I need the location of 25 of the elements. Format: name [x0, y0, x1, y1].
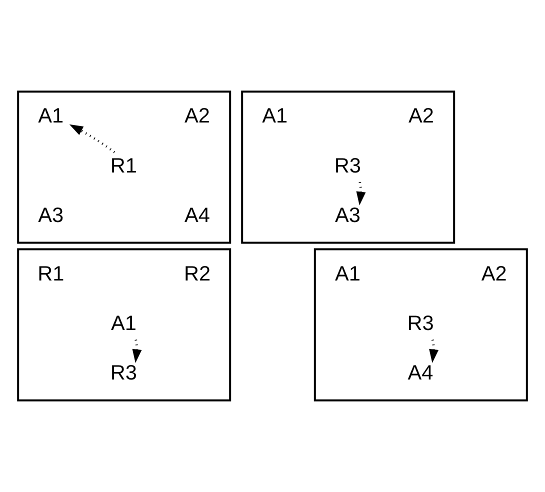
arrow [356, 182, 366, 206]
node-text: A2 [184, 104, 210, 128]
node-text: A4 [408, 361, 434, 384]
node-text: A2 [481, 262, 507, 286]
node-text: R3 [407, 312, 434, 335]
node-text: A1 [110, 312, 136, 335]
arrow [429, 340, 439, 363]
node-text: A3 [38, 204, 64, 227]
arrow [132, 340, 142, 363]
node-text: R3 [334, 154, 361, 178]
cluster [17, 248, 232, 402]
node-text: A2 [408, 104, 434, 128]
node-text: R1 [110, 154, 137, 178]
cluster [314, 248, 528, 402]
node-text: R1 [38, 262, 64, 286]
arrow [69, 124, 116, 154]
cluster [241, 90, 456, 244]
node-text: A3 [334, 204, 360, 227]
cluster [17, 90, 232, 244]
node-text: A1 [38, 104, 64, 128]
node-text: A4 [184, 204, 210, 227]
node-text: R3 [110, 361, 137, 384]
node-text: R2 [184, 262, 211, 286]
node-text: A1 [334, 262, 360, 286]
node-text: A1 [262, 104, 288, 128]
